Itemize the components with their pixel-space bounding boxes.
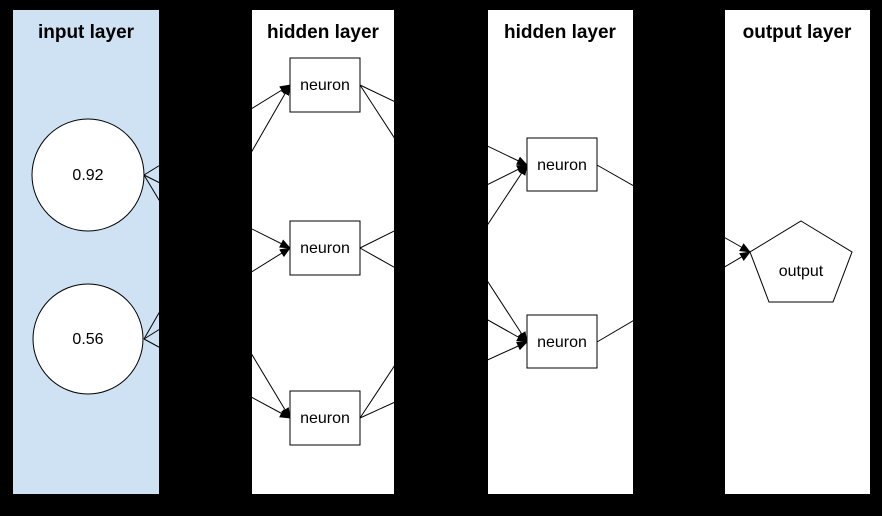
layer-panel-input (13, 10, 159, 494)
node-label: output (779, 263, 824, 280)
edge-h1-3-to-h2-1 (359, 164, 528, 419)
node-h1-1: neuron (289, 57, 361, 113)
node-label: neuron (300, 77, 350, 94)
layer-title-output: output layer (743, 22, 852, 43)
node-h2-2: neuron (526, 314, 598, 369)
input-node-circle (32, 283, 144, 395)
node-h2-1: neuron (526, 137, 598, 192)
output-pentagon (749, 220, 853, 303)
edge-h1-2-to-h2-1 (359, 164, 528, 249)
node-label: neuron (537, 334, 587, 351)
edge-input-1-to-h1-1 (143, 84, 291, 176)
node-label: neuron (537, 157, 587, 174)
node-h1-2: neuron (289, 220, 361, 276)
edge-input-2-to-h1-1 (143, 84, 291, 340)
node-label: neuron (300, 240, 350, 257)
layer-panel-hidden-2 (488, 10, 633, 494)
neuron-box (526, 137, 598, 192)
edge-h2-2-to-out-1 (596, 251, 751, 343)
node-input-1: 0.92 (31, 118, 145, 232)
edge-h1-2-to-h2-2 (359, 247, 528, 343)
node-label: 0.56 (72, 331, 103, 348)
edge-h2-1-to-out-1 (596, 164, 751, 253)
neuron-box (289, 390, 361, 446)
edge-h1-3-to-h2-2 (359, 341, 528, 419)
node-label: 0.92 (72, 167, 103, 184)
edge-h1-1-to-h2-1 (359, 84, 528, 166)
neuron-box (289, 220, 361, 276)
node-h1-3: neuron (289, 390, 361, 446)
edge-h1-1-to-h2-2 (359, 84, 528, 343)
layer-title-hidden-1: hidden layer (267, 22, 380, 43)
layer-title-hidden-2: hidden layer (504, 22, 617, 43)
edge-layer (143, 84, 751, 419)
node-input-2: 0.56 (32, 283, 144, 395)
node-label: neuron (300, 410, 350, 427)
edge-input-2-to-h1-3 (143, 338, 291, 419)
input-node-circle (31, 118, 145, 232)
edge-input-1-to-h1-3 (143, 174, 291, 419)
edge-input-2-to-h1-2 (143, 247, 291, 340)
neuron-box (289, 57, 361, 113)
neuron-box (526, 314, 598, 369)
node-out-1: output (749, 220, 853, 303)
layer-title-input: input layer (38, 22, 135, 43)
